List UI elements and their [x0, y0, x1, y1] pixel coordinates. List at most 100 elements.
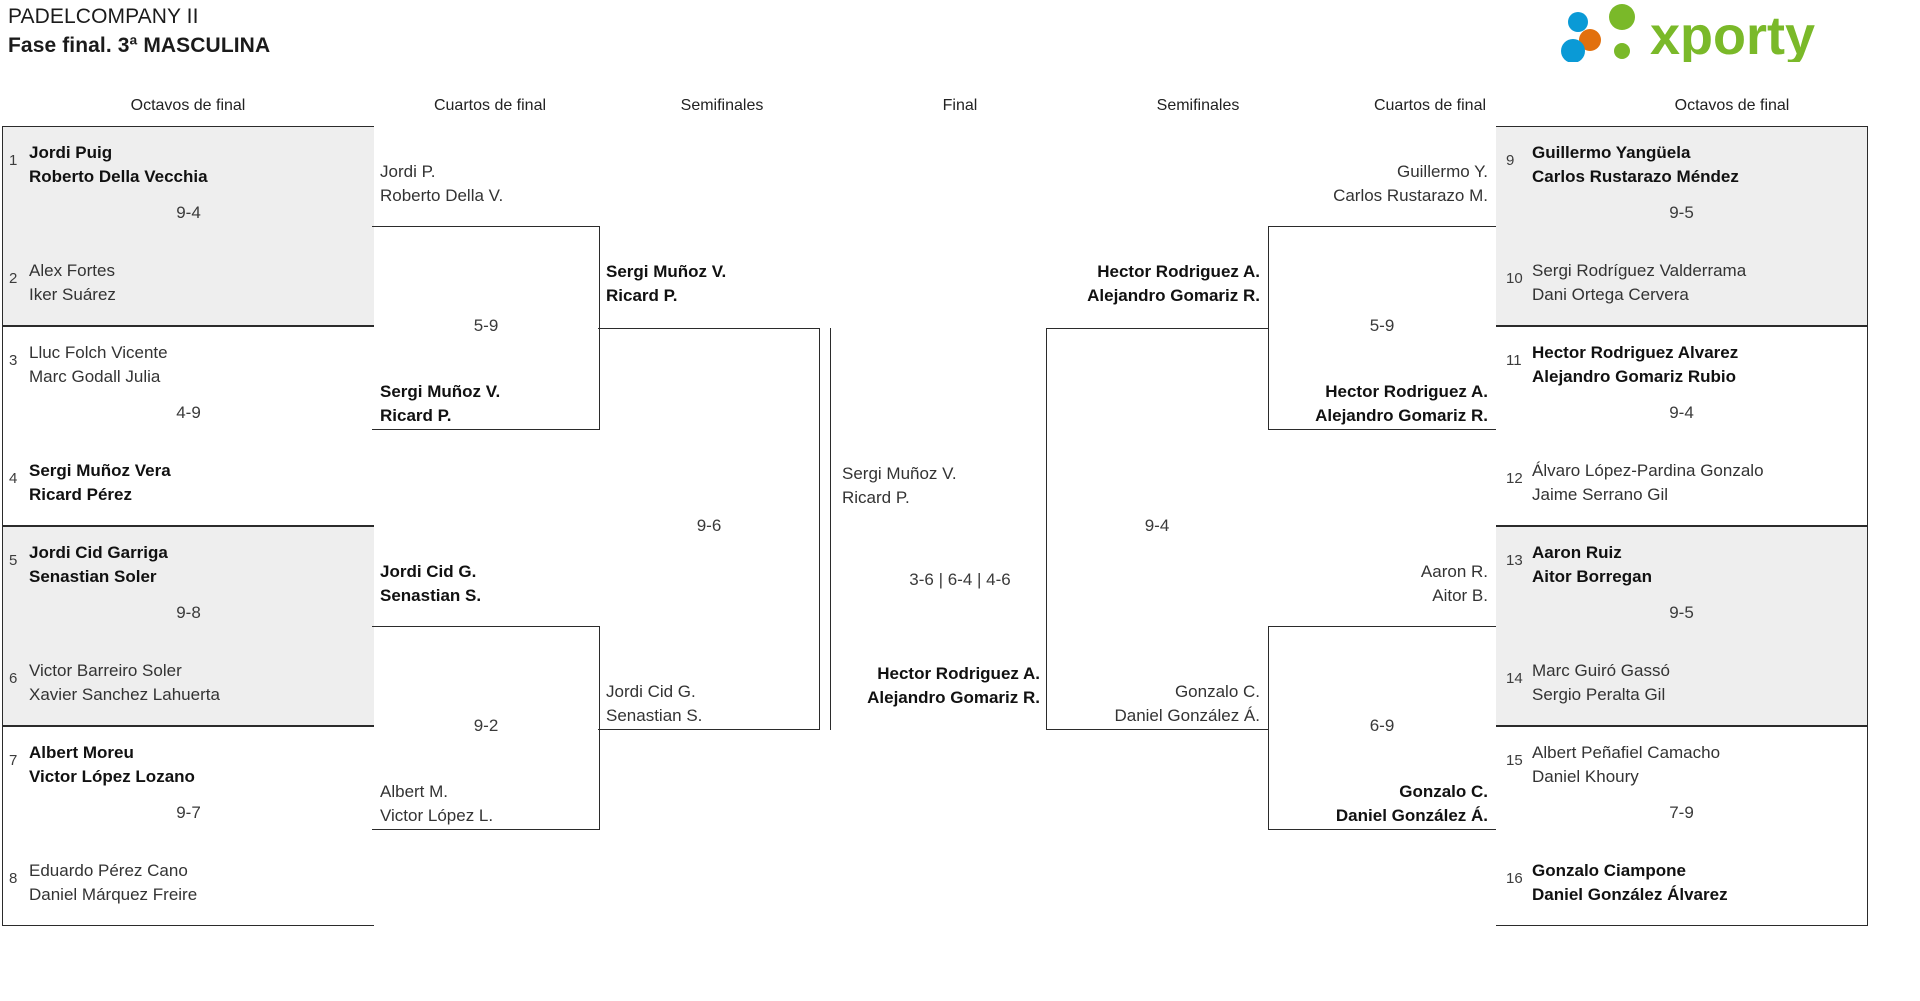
player-name: Albert M. Victor López L. — [380, 780, 493, 828]
player-line: Hector Rodriguez A. — [877, 664, 1040, 683]
player-name: Guillermo Y. Carlos Rustarazo M. — [1248, 160, 1488, 208]
player-line: Jordi Puig — [29, 143, 113, 162]
player-line: Xavier Sanchez Lahuerta — [29, 685, 220, 704]
seed-number: 12 — [1506, 470, 1523, 487]
seed-match-3[interactable]: 5 Jordi Cid Garriga Senastian Soler 9-8 … — [2, 526, 374, 726]
player-name: Lluc Folch Vicente Marc Godall Julia — [29, 341, 168, 389]
seed-match-6[interactable]: 11 Hector Rodriguez Alvarez Alejandro Go… — [1496, 326, 1868, 526]
tournament-phase: Fase final. 3ª MASCULINA — [8, 34, 271, 57]
player-name: Alex Fortes Iker Suárez — [29, 259, 116, 307]
player-line: Sergi Muñoz Vera — [29, 461, 171, 480]
final-connector-left — [830, 328, 831, 730]
quarterfinal-match-left-1[interactable]: Jordi P. Roberto Della V. 5-9 Sergi Muño… — [372, 162, 600, 430]
player-line: Alejandro Gomariz R. — [1315, 406, 1488, 425]
player-line: Guillermo Y. — [1396, 162, 1488, 181]
player-line: Hector Rodriguez A. — [1097, 262, 1260, 281]
player-line: Daniel González Á. — [1114, 706, 1260, 725]
match-score: 6-9 — [1369, 716, 1395, 735]
player-name: Jordi P. Roberto Della V. — [380, 160, 503, 208]
seed-match-7[interactable]: 13 Aaron Ruiz Aitor Borregan 9-5 14 Marc… — [1496, 526, 1868, 726]
player-line: Jordi P. — [380, 162, 436, 181]
match-box-border — [1046, 328, 1268, 730]
player-line: Sergi Muñoz V. — [606, 262, 727, 281]
player-line: Daniel González Álvarez — [1532, 885, 1728, 904]
quarterfinal-match-left-2[interactable]: Jordi Cid G. Senastian S. 9-2 Albert M. … — [372, 562, 600, 830]
seed-number: 10 — [1506, 270, 1523, 287]
seed-number: 15 — [1506, 752, 1523, 769]
player-line: Ricard Pérez — [29, 485, 132, 504]
player-name: Hector Rodriguez Alvarez Alejandro Gomar… — [1532, 341, 1738, 389]
seed-number: 8 — [9, 870, 18, 887]
player-line: Carlos Rustarazo M. — [1333, 186, 1488, 205]
player-line: Aaron Ruiz — [1532, 543, 1622, 562]
round-header-semis-left: Semifinales — [680, 97, 764, 114]
player-name: Victor Barreiro Soler Xavier Sanchez Lah… — [29, 659, 220, 707]
final-score: 3-6 | 6-4 | 4-6 — [909, 570, 1011, 589]
match-score: 4-9 — [176, 403, 201, 422]
player-line: Alejandro Gomariz R. — [867, 688, 1040, 707]
player-name: Jordi Puig Roberto Della Vecchia — [29, 141, 208, 189]
player-line: Roberto Della V. — [380, 186, 504, 205]
player-line: Victor Barreiro Soler — [29, 661, 182, 680]
player-name: Jordi Cid G. Senastian S. — [606, 680, 702, 728]
xporty-logo[interactable]: xporty — [1510, 4, 1910, 66]
match-score: 9-4 — [1669, 403, 1694, 422]
quarterfinal-match-right-1[interactable]: Guillermo Y. Carlos Rustarazo M. 5-9 Hec… — [1268, 162, 1496, 430]
match-score: 9-2 — [473, 716, 499, 735]
player-name: Álvaro López-Pardina Gonzalo Jaime Serra… — [1532, 459, 1764, 507]
player-line: Gonzalo C. — [1399, 782, 1488, 801]
seed-number: 1 — [9, 152, 18, 169]
seed-number: 5 — [9, 552, 18, 569]
player-line: Aaron R. — [1420, 562, 1488, 581]
player-line: Victor López Lozano — [29, 767, 195, 786]
player-line: Senastian S. — [606, 706, 703, 725]
match-score: 7-9 — [1669, 803, 1694, 822]
seed-number: 14 — [1506, 670, 1523, 687]
quarterfinal-match-right-2[interactable]: Aaron R. Aitor B. 6-9 Gonzalo C. Daniel … — [1268, 562, 1496, 830]
player-line: Jordi Cid Garriga — [29, 543, 168, 562]
player-line: Sergi Muñoz V. — [842, 464, 957, 483]
seed-number: 4 — [9, 470, 18, 487]
seed-match-4[interactable]: 7 Albert Moreu Victor López Lozano 9-7 8… — [2, 726, 374, 926]
seed-number: 6 — [9, 670, 18, 687]
player-line: Alejandro Gomariz Rubio — [1532, 367, 1737, 386]
seed-match-1[interactable]: 1 Jordi Puig Roberto Della Vecchia 9-4 2… — [2, 126, 374, 326]
player-line: Álvaro López-Pardina Gonzalo — [1532, 461, 1764, 480]
semifinal-match-left[interactable]: Sergi Muñoz V. Ricard P. 9-6 Jordi Cid G… — [598, 262, 820, 730]
player-name: Albert Peñafiel Camacho Daniel Khoury — [1532, 741, 1720, 789]
xporty-wordmark: xporty — [1650, 6, 1815, 62]
player-line: Aitor B. — [1432, 586, 1488, 605]
seed-match-2[interactable]: 3 Lluc Folch Vicente Marc Godall Julia 4… — [2, 326, 374, 526]
match-score: 9-7 — [176, 803, 201, 822]
player-line: Senastian Soler — [29, 567, 157, 586]
seed-number: 3 — [9, 352, 18, 369]
player-name: Sergi Muñoz Vera Ricard Pérez — [29, 459, 171, 507]
player-line: Ricard P. — [380, 406, 452, 425]
player-line: Eduardo Pérez Cano — [29, 861, 188, 880]
player-line: Jordi Cid G. — [380, 562, 477, 581]
player-line: Marc Guiró Gassó — [1532, 661, 1670, 680]
player-name: Jordi Cid Garriga Senastian Soler — [29, 541, 168, 589]
player-line: Hector Rodriguez Alvarez — [1532, 343, 1739, 362]
seed-number: 2 — [9, 270, 18, 287]
player-name: Sergi Rodríguez Valderrama Dani Ortega C… — [1532, 259, 1746, 307]
match-score: 9-4 — [1144, 516, 1170, 535]
player-line: Alex Fortes — [29, 261, 115, 280]
round-header-cuartos-left: Cuartos de final — [433, 97, 547, 114]
player-line: Victor López L. — [380, 806, 494, 825]
match-score: 5-9 — [473, 316, 499, 335]
player-name: Aaron Ruiz Aitor Borregan — [1532, 541, 1652, 589]
semifinal-match-right[interactable]: Hector Rodriguez A. Alejandro Gomariz R.… — [1046, 262, 1268, 730]
player-line: Gonzalo Ciampone — [1532, 861, 1686, 880]
player-line: Daniel González Á. — [1335, 806, 1488, 825]
seed-number: 16 — [1506, 870, 1523, 887]
player-name: Guillermo Yangüela Carlos Rustarazo Ménd… — [1532, 141, 1739, 189]
round-header-semis-right: Semifinales — [1156, 97, 1240, 114]
seed-match-5[interactable]: 9 Guillermo Yangüela Carlos Rustarazo Mé… — [1496, 126, 1868, 326]
player-name: Sergi Muñoz V. Ricard P. — [606, 260, 726, 308]
player-name: Marc Guiró Gassó Sergio Peralta Gil — [1532, 659, 1670, 707]
player-line: Jordi Cid G. — [606, 682, 696, 701]
player-line: Sergi Rodríguez Valderrama — [1532, 261, 1747, 280]
seed-match-8[interactable]: 15 Albert Peñafiel Camacho Daniel Khoury… — [1496, 726, 1868, 926]
